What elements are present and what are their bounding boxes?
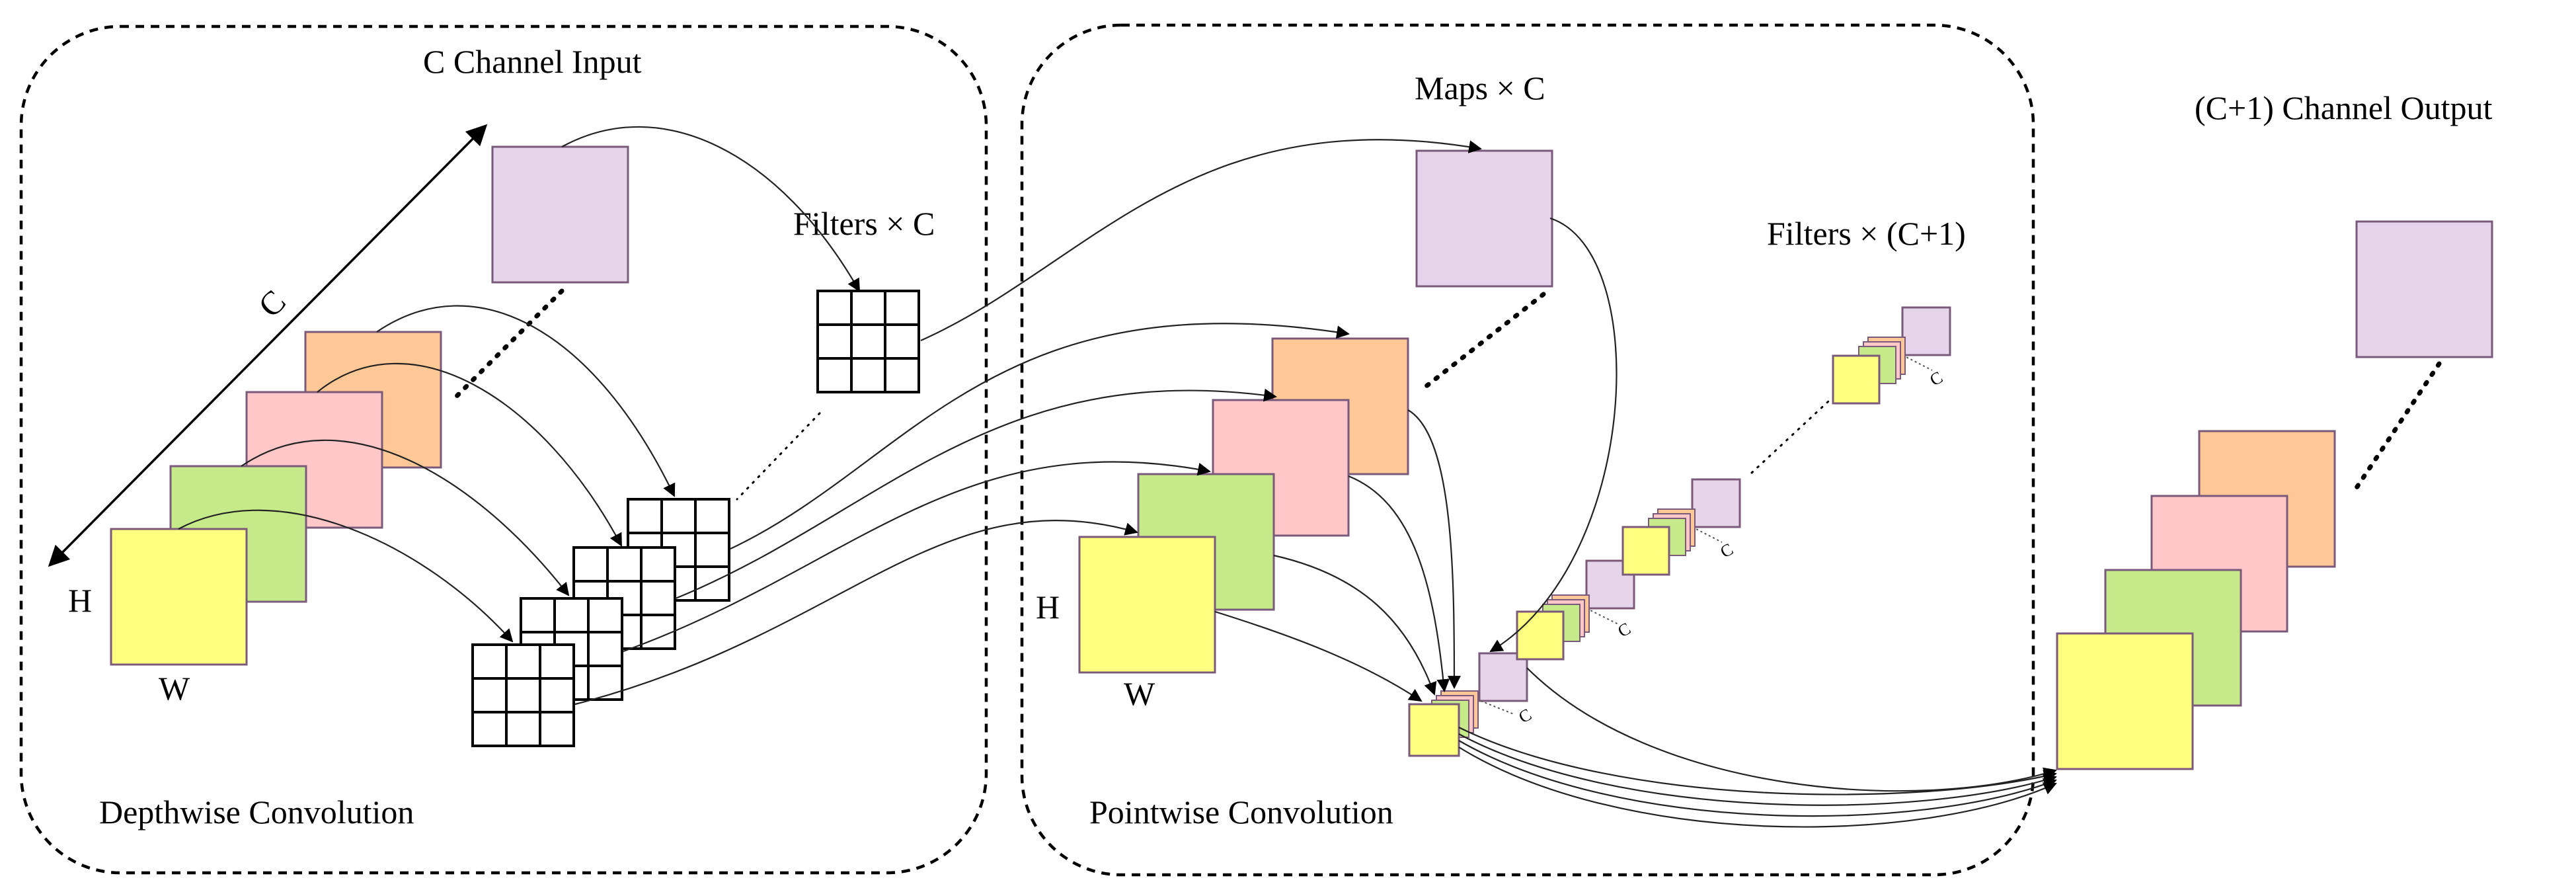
pointwise-filter-2: C — [1516, 559, 1635, 661]
arrow-pwfilter-to-output-3 — [1458, 733, 2057, 806]
input-h-label: H — [68, 582, 92, 619]
arrow-filter-1-to-map — [574, 520, 1138, 706]
maps-label: Maps × C — [1415, 69, 1545, 106]
c-channel-input-label: C Channel Input — [423, 43, 642, 80]
c-axis-label: C — [251, 282, 293, 324]
svg-text:C: C — [1717, 540, 1737, 562]
input-w-label: W — [159, 670, 190, 707]
arrow-input-last-to-filter — [561, 126, 860, 292]
output-label: (C+1) Channel Output — [2195, 89, 2492, 126]
c-axis-arrow — [48, 124, 488, 567]
depthwise-filter-last — [816, 290, 920, 393]
depthwise-title: Depthwise Convolution — [99, 793, 414, 831]
pointwise-filters-label: Filters × (C+1) — [1767, 215, 1966, 252]
arrow-filter-4-to-map — [730, 323, 1350, 549]
maps-w-label: W — [1124, 675, 1155, 712]
arrow-input-green-to-filter — [241, 439, 570, 596]
depthwise-frame — [19, 24, 988, 875]
pointwise-filter-1: C — [1408, 652, 1535, 757]
output-channel-yellow — [2056, 632, 2194, 770]
arrow-filter-2-to-map — [623, 461, 1211, 653]
input-channel-last — [491, 145, 629, 284]
arrow-input-orange-to-filter — [376, 305, 676, 497]
arrow-input-pink-to-filter — [317, 362, 622, 547]
arrow-filter-last-to-map — [920, 139, 1482, 342]
arrow-pwfilter-to-output-1 — [1526, 667, 2057, 792]
arrow-pwfilter-to-output-4 — [1458, 740, 2057, 817]
output-stack-dots — [2351, 361, 2442, 495]
arrow-pwfilter-to-output-5 — [1458, 747, 2057, 828]
input-channel-yellow — [110, 528, 248, 666]
pointwise-filter-3: C — [1621, 478, 1741, 576]
pointwise-filter-dots — [1750, 382, 1849, 474]
arrow-input-yellow-to-filter — [178, 509, 514, 643]
svg-text:C: C — [1926, 368, 1946, 390]
pointwise-title: Pointwise Convolution — [1089, 793, 1393, 831]
output-channel-last — [2355, 220, 2493, 358]
input-stack-dots — [453, 288, 565, 399]
map-last — [1415, 149, 1553, 288]
depthwise-filter-dots — [736, 412, 821, 501]
depthwise-filter-1 — [471, 643, 575, 747]
arrow-map-last-to-pwfilter — [1489, 217, 1618, 653]
arrow-map-yellow-to-pwfilter — [1214, 610, 1423, 702]
arrow-map-green-to-pwfilter — [1273, 554, 1437, 696]
arrow-map-orange-to-pwfilter — [1407, 409, 1461, 689]
arrow-pwfilter-to-output-2 — [1458, 727, 2057, 795]
depthwise-filters-label: Filters × C — [793, 205, 935, 242]
pointwise-frame — [1020, 23, 2035, 877]
svg-text:C: C — [1614, 619, 1634, 641]
pointwise-filter-last: C — [1832, 306, 1951, 405]
maps-stack-dots — [1419, 292, 1546, 393]
map-yellow — [1078, 536, 1216, 674]
arrow-map-pink-to-pwfilter — [1348, 475, 1450, 692]
arrow-filter-3-to-map — [675, 388, 1277, 600]
svg-text:C: C — [1515, 705, 1535, 727]
maps-h-label: H — [1036, 588, 1060, 626]
